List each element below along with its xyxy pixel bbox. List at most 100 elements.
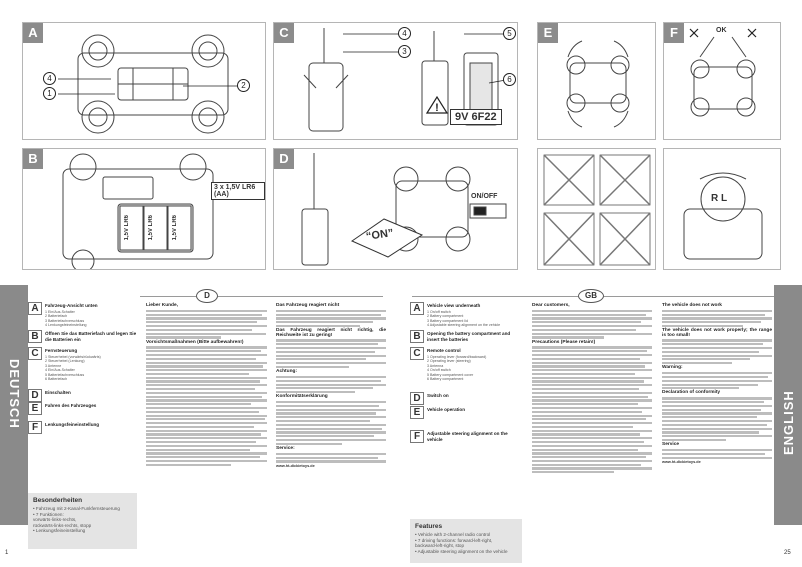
greeting-heading: Dear customers, (532, 303, 570, 308)
section-title: Adjustable steering alignment on the veh… (427, 431, 508, 442)
section-letter-e: E (410, 406, 424, 419)
list-item: 2 Batteriefach (45, 314, 68, 319)
on-off-label: ON/OFF (471, 193, 498, 200)
section-letter-f: F (410, 430, 424, 443)
section-letter-b: B (410, 330, 424, 343)
figure-label-a: A (23, 23, 43, 43)
section-title: Fahren des Fahrzeuges (45, 403, 97, 408)
callout-4: 4 (398, 27, 411, 40)
section-items: 1 Steuerhebel (vorwärts/rückwärts)2 Steu… (45, 355, 101, 381)
callout-5: 5 (503, 27, 516, 40)
figure-label-d: D (274, 149, 294, 169)
battery-cell-2: 1,5V LR6 (148, 215, 154, 241)
list-item: 2 Battery compartment (427, 314, 464, 319)
greeting-heading: Lieber Kunde, (146, 303, 178, 308)
list-item: 4 Lenkungsfeineinstellung (45, 323, 87, 328)
troubleshoot-heading-2: The vehicle does not work properly; the … (662, 328, 772, 338)
page-header-rule (604, 296, 774, 297)
service-link[interactable]: www.ht-dickietoys.de (662, 460, 701, 465)
list-item: 6 Battery compartment (427, 377, 464, 382)
page-header-rule (218, 296, 383, 297)
features-box-german: Besonderheiten • Fahrzeug mit 2-Kanal-Fu… (28, 493, 137, 549)
page-header-rule (140, 296, 196, 297)
list-item: 3 Battery compartment lid (427, 318, 468, 323)
language-strip-german: DEUTSCH (0, 285, 28, 525)
features-title: Features (415, 523, 443, 530)
troubleshoot-heading-2: Das Fahrzeug reagiert nicht richtig, die… (276, 328, 386, 338)
section-title: Vehicle operation (427, 407, 466, 412)
warning-heading: Achtung: (276, 369, 298, 375)
section-title: Vehicle view underneath (427, 303, 481, 308)
svg-text:!: ! (435, 102, 439, 114)
steering-alignment-drawing (689, 28, 757, 117)
section-letter-a: A (410, 302, 424, 315)
section-title: Fahrzeug-Ansicht unten (45, 303, 98, 308)
section-letter-b: B (28, 330, 42, 343)
figure-panel-d: D ON/OFF “ON” (273, 148, 518, 270)
features-list: • Vehicle with 2-channel radio control• … (415, 532, 517, 554)
callout-4: 4 (43, 72, 56, 85)
vehicle-operation-drawing (566, 40, 630, 128)
figure-panel-b: B 3 x 1,5V LR6 (AA) 1,5V LR6 1,5V LR6 1,… (22, 148, 266, 270)
figure-panel-f-detail: R L (663, 148, 781, 270)
list-item: 1 Steuerhebel (vorwärts/rückwärts) (45, 355, 101, 359)
feature-item: rückwärts-links-rechts, stopp (33, 522, 92, 528)
conformity-heading: Konformitätserklärung (276, 394, 328, 400)
features-title: Besonderheiten (33, 497, 83, 504)
battery-spec-label: 3 x 1,5V LR6 (AA) (211, 182, 265, 200)
list-item: 5 Battery compartment cover (427, 372, 474, 377)
figure-panel-c: C ! 4 3 5 6 9V 6F22 (273, 22, 518, 140)
language-label-english: ENGLISH (781, 390, 796, 455)
figure-label-e: E (538, 23, 558, 43)
list-item: 3 Antenna (427, 363, 444, 368)
language-badge-gb: GB (578, 289, 604, 303)
adjust-knob-drawing (683, 172, 763, 260)
list-item: 1 Operating lever (forward/backward) (427, 355, 487, 359)
feature-item: backward-left-right, stop (415, 543, 465, 549)
language-strip-english: ENGLISH (774, 285, 802, 525)
list-item: 3 Antenne (45, 363, 62, 368)
list-item: 2 Steuerhebel (Lenkung) (45, 359, 85, 364)
feature-item: • Lenkungsfeineinstellung (33, 528, 86, 534)
figure-panel-warning (537, 148, 656, 270)
warning-heading: Warning: (662, 365, 683, 371)
language-label-german: DEUTSCH (7, 359, 22, 429)
troubleshoot-heading-1: Das Fahrzeug reagiert nicht (276, 303, 340, 308)
service-heading: Service: (276, 445, 295, 451)
battery-9v-label: 9V 6F22 (450, 109, 502, 125)
ok-mark: OK (716, 27, 727, 34)
list-item: 6 Batteriefach (45, 377, 68, 382)
body-column-2-english: The vehicle does not work The vehicle do… (662, 302, 772, 547)
body-column-1-german: Lieber Kunde, Vorsichtsmaßnahmen (Bitte … (146, 302, 267, 547)
section-title: Einschalten (45, 390, 71, 395)
features-list: • Fahrzeug mit 2-Kanal-Funkfernsteuerung… (33, 506, 132, 534)
section-letter-c: C (410, 347, 424, 360)
figure-label-c: C (274, 23, 294, 43)
section-title: Öffnen Sie das Batteriefach und legen Si… (45, 331, 137, 342)
vehicle-underside-drawing (58, 34, 238, 134)
feature-item: • Adjustable steering alignment on the v… (415, 548, 508, 554)
body-column-2-german: Das Fahrzeug reagiert nicht Das Fahrzeug… (276, 302, 386, 547)
callout-6: 6 (503, 73, 516, 86)
list-item: 3 Batteriefachverschluss (45, 318, 85, 323)
page-number-left: 1 (5, 550, 9, 556)
figure-panel-e: E (537, 22, 656, 140)
prohibited-use-drawing (543, 154, 651, 266)
list-item: 1 On/off switch (427, 310, 451, 314)
feature-item: vorwärts-links-rechts, (33, 517, 77, 523)
feature-item: • 7 driving functions: forward-left-righ… (415, 537, 493, 543)
callout-3: 3 (398, 45, 411, 58)
precautions-heading: Vorsichtsmaßnahmen (Bitte aufbewahren!) (146, 339, 244, 345)
section-letter-a: A (28, 302, 42, 315)
precautions-heading: Precautions (Please retain!) (532, 339, 596, 345)
feature-item: • Fahrzeug mit 2-Kanal-Funkfernsteuerung (33, 506, 120, 511)
callout-1: 1 (43, 87, 56, 100)
service-link[interactable]: www.ht-dickietoys.de (276, 464, 315, 469)
section-letter-d: D (410, 392, 424, 405)
conformity-heading: Declaration of conformity (662, 390, 721, 396)
page-header-rule (412, 296, 578, 297)
list-item: 4 Ein/Aus-Schalter (45, 368, 75, 373)
features-box-english: Features • Vehicle with 2-channel radio … (410, 519, 522, 563)
callout-2: 2 (237, 79, 250, 92)
